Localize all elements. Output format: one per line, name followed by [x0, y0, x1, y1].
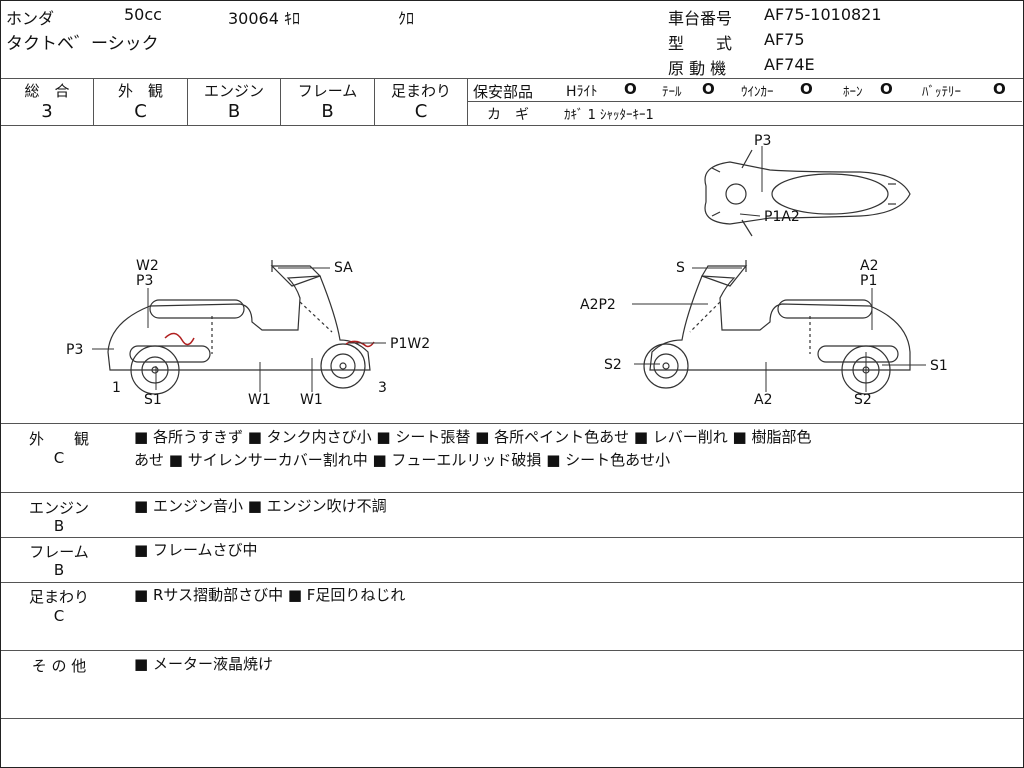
safety-title: 保安部品 — [473, 83, 534, 101]
label-left-3: 3 — [378, 380, 387, 396]
grade-engine-label: エンジン — [203, 82, 264, 100]
label-left-w1-b: W1 — [300, 392, 323, 408]
label-right-a2: A2 — [860, 258, 878, 274]
grade-overall-value: 3 — [41, 101, 53, 122]
model-name: タクトベ゛ーシック — [6, 34, 159, 54]
section-exterior-label: 外 観 — [28, 430, 89, 448]
label-left-w1-a: W1 — [248, 392, 271, 408]
safety-taillight-label: ﾃｰﾙ — [662, 85, 682, 100]
divider — [280, 78, 281, 125]
mileage: 30064 ｷﾛ — [228, 9, 300, 28]
label-top-p3: P3 — [754, 133, 771, 149]
engine-value: AF74E — [764, 55, 815, 74]
safety-horn-status: O — [880, 80, 893, 98]
section-other-line-1: ■ メーター液晶焼け — [134, 655, 273, 673]
divider — [467, 78, 468, 125]
divider — [374, 78, 375, 125]
type-label: 型 式 — [668, 34, 733, 53]
grade-overall-label: 総 合 — [24, 82, 70, 100]
section-other-label: そ の 他 — [31, 657, 87, 675]
divider — [1, 423, 1023, 424]
section-suspension-line-1: ■ Rサス摺動部さび中 ■ F足回りねじれ — [134, 586, 406, 604]
section-exterior-line-2: あせ ■ サイレンサーカバー割れ中 ■ フューエルリッド破損 ■ シート色あせ小 — [134, 451, 671, 469]
label-left-p3-rear: P3 — [66, 342, 83, 358]
section-frame-label: フレーム — [29, 543, 89, 561]
section-engine-line-1: ■ エンジン音小 ■ エンジン吹け不調 — [134, 497, 387, 515]
frame-label: 車台番号 — [668, 9, 733, 28]
label-left-p1w2: P1W2 — [390, 336, 430, 352]
color: ｸﾛ — [398, 9, 415, 28]
label-right-a2p2: A2P2 — [580, 297, 616, 313]
label-left-w2: W2 — [136, 258, 159, 274]
divider — [93, 78, 94, 125]
section-engine-grade: B — [53, 517, 65, 535]
type-value: AF75 — [764, 30, 805, 49]
section-suspension-grade: C — [53, 607, 65, 625]
grade-suspension-value: C — [414, 101, 428, 122]
safety-headlight-status: O — [624, 80, 637, 98]
divider — [1, 78, 1023, 79]
section-frame-line-1: ■ フレームさび中 — [134, 541, 258, 559]
grade-frame-label: フレーム — [297, 82, 358, 100]
label-right-s2-b: S2 — [854, 392, 872, 408]
section-exterior-line-1: ■ 各所うすきず ■ タンク内さび小 ■ シート張替 ■ 各所ペイント色あせ ■… — [134, 428, 812, 446]
divider — [467, 101, 1022, 102]
divider — [1, 582, 1023, 583]
section-suspension-label: 足まわり — [28, 588, 89, 606]
label-top-p1a2: P1A2 — [764, 209, 800, 225]
maker: ホンダ — [6, 9, 55, 28]
frame-number: AF75-1010821 — [764, 5, 882, 24]
label-left-1: 1 — [112, 380, 121, 396]
label-left-s1: S1 — [144, 392, 162, 408]
label-left-sa: SA — [334, 260, 353, 276]
grade-engine-value: B — [227, 101, 241, 122]
safety-horn-label: ﾎｰﾝ — [843, 85, 863, 100]
divider — [187, 78, 188, 125]
damage-diagram: W2 P3 SA P3 P1W2 1 S1 W1 W1 3 P3 P1A2 S … — [66, 133, 948, 408]
engine-label: 原 動 機 — [668, 59, 727, 78]
safety-taillight-status: O — [702, 80, 715, 98]
label-right-s: S — [676, 260, 685, 276]
safety-battery-status: O — [993, 80, 1006, 98]
label-right-a2-b: A2 — [754, 392, 772, 408]
grade-exterior-value: C — [134, 101, 147, 122]
grade-exterior-label: 外 観 — [117, 82, 163, 100]
scooter-top-view — [704, 149, 911, 237]
displacement: 50cc — [124, 5, 162, 24]
divider — [1, 650, 1023, 651]
damage-mark — [164, 332, 195, 346]
safety-battery-label: ﾊﾞｯﾃﾘｰ — [922, 85, 961, 100]
label-left-p3-top: P3 — [136, 273, 153, 289]
safety-winker-label: ｳｲﾝｶｰ — [741, 85, 774, 100]
label-right-p1: P1 — [860, 273, 877, 289]
divider — [1, 537, 1023, 538]
key-value: ｶｷﾞ 1 ｼｬｯﾀｰｷｰ1 — [564, 108, 654, 123]
key-label: カ ギ — [487, 107, 529, 123]
grade-suspension-label: 足まわり — [390, 82, 451, 100]
safety-winker-status: O — [800, 80, 813, 98]
safety-headlight-label: Hﾗｲﾄ — [566, 84, 598, 100]
grade-frame-value: B — [321, 101, 334, 122]
section-exterior-grade: C — [53, 449, 65, 467]
section-frame-grade: B — [53, 561, 65, 579]
divider — [1, 718, 1023, 719]
damage-mark — [345, 340, 375, 348]
section-engine-label: エンジン — [28, 499, 89, 517]
divider — [1, 125, 1023, 126]
divider — [1, 492, 1023, 493]
scooter-left-side-view — [107, 260, 371, 395]
label-right-s1: S1 — [930, 358, 948, 374]
label-right-s2-a: S2 — [604, 357, 622, 373]
